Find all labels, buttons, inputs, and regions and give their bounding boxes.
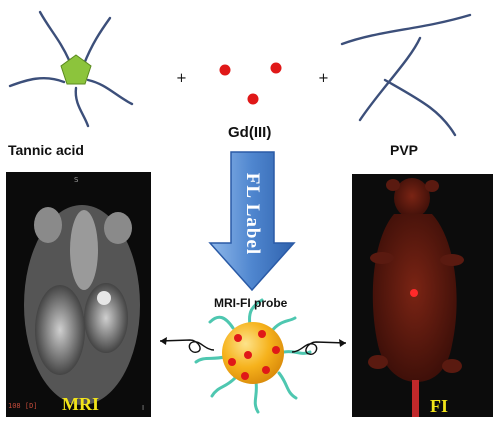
fi-label: FI	[430, 396, 448, 416]
probe-gd-dots	[228, 330, 280, 380]
pvp-polymer	[340, 13, 472, 137]
probe-chain	[210, 375, 238, 398]
probe-chain	[248, 298, 264, 327]
probe-chains	[194, 298, 312, 414]
arrow-shape	[208, 151, 296, 292]
tannic-chain-1	[38, 10, 71, 62]
gd-dot	[228, 358, 236, 366]
gd-dot	[270, 62, 282, 74]
pvp-label: PVP	[390, 142, 419, 158]
mri-marker-bottom: I	[142, 404, 145, 412]
mri-label: MRI	[62, 394, 99, 414]
gd-dot	[247, 93, 259, 105]
mri-organ-right	[84, 283, 128, 353]
rat-body	[372, 214, 457, 382]
tannic-chain-3	[86, 78, 134, 106]
mri-bright-spot	[97, 291, 111, 305]
curly-arrow-right	[291, 339, 347, 355]
mri-panel	[6, 172, 151, 417]
rat-leg-right	[440, 254, 464, 266]
gd-dot	[272, 346, 280, 354]
pvp-chain-2	[358, 36, 422, 122]
tannic-chain-4	[8, 76, 66, 88]
rat-head	[394, 178, 430, 218]
pvp-chain-3	[383, 78, 457, 137]
rat-ear-right	[425, 180, 439, 192]
tannic-chain-2	[82, 16, 112, 66]
tannic-chain-5	[74, 86, 90, 128]
mri-spine	[70, 210, 98, 290]
mri-organ-left	[35, 285, 85, 375]
fl-label-arrow	[208, 151, 296, 292]
mri-corner-text: 108 [D]	[8, 402, 38, 410]
gd-dot	[241, 372, 249, 380]
plus-sign-2: +	[318, 71, 329, 86]
mri-fi-probe	[194, 298, 312, 414]
tannic-acid-label: Tannic acid	[8, 142, 84, 158]
rat-tail	[412, 380, 419, 417]
rat-ear-left	[386, 179, 400, 191]
gd-dot	[234, 334, 242, 342]
fl-label-text: FL Label	[242, 172, 263, 256]
gd-label: Gd(III)	[228, 124, 272, 141]
probe-chain	[277, 371, 298, 400]
probe-label: MRI-FI probe	[214, 296, 288, 310]
gd-dot	[219, 64, 231, 76]
pentagon-core	[60, 54, 92, 85]
tannic-acid-molecule	[8, 10, 134, 128]
gd-dot	[262, 366, 270, 374]
probe-chain	[269, 316, 297, 334]
rat-leg-left	[370, 252, 394, 264]
rat-hindleg-left	[368, 355, 388, 369]
gd-ions	[219, 62, 282, 105]
probe-chain	[194, 355, 226, 364]
mri-shoulder-left	[34, 207, 62, 243]
plus-sign-1: +	[176, 71, 187, 86]
fi-panel	[352, 174, 493, 417]
mri-shoulder-right	[104, 212, 132, 244]
probe-chain	[282, 350, 312, 355]
rat-hindleg-right	[442, 359, 462, 373]
mri-marker-top: S	[74, 176, 79, 184]
probe-chain	[208, 315, 235, 330]
gd-dot	[258, 330, 266, 338]
probe-chain	[253, 380, 260, 414]
curly-arrow-left	[159, 337, 215, 353]
gd-dot	[244, 351, 252, 359]
fluorescence-spot	[410, 289, 418, 297]
pvp-chain-1	[340, 13, 472, 46]
